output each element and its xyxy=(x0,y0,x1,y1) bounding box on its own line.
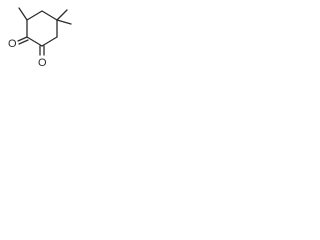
ring-bonds xyxy=(26,10,58,47)
molecule-structure: O O xyxy=(8,7,72,69)
atom-label-oxygen-bottom: O xyxy=(38,57,47,69)
bond-ring-bottom-right xyxy=(41,36,58,47)
bond-ring-bottom-left xyxy=(26,36,43,47)
bond-ring-top-left xyxy=(26,10,43,21)
bond-methyl-top xyxy=(18,7,28,21)
bond-carbonyl-left-a xyxy=(17,36,28,42)
bond-carbonyl-left-b xyxy=(18,39,29,45)
methyl-bonds xyxy=(18,7,72,25)
bond-methyl-right-upper xyxy=(56,9,68,21)
bond-ring-top-right xyxy=(41,10,58,21)
bond-methyl-right-lower xyxy=(56,19,72,25)
carbonyl-bonds xyxy=(17,36,45,56)
atom-labels: O O xyxy=(8,38,47,69)
atom-label-oxygen-left: O xyxy=(8,38,17,50)
